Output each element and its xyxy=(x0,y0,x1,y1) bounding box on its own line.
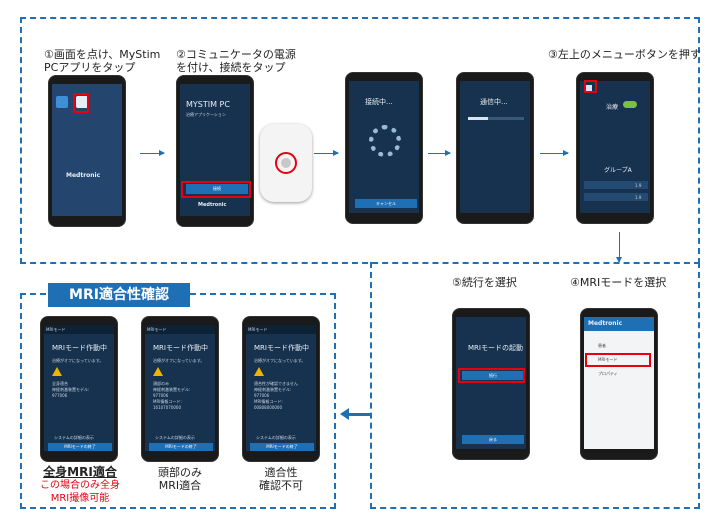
app-icon-a xyxy=(56,96,68,108)
power-button-center xyxy=(281,158,291,168)
connecting-title: 接続中... xyxy=(365,97,393,107)
step3-caption: ③左上のメニューボタンを押す xyxy=(548,48,701,61)
mri-start-title: MRIモードの起動 xyxy=(468,343,523,353)
model-number: 977006 xyxy=(254,393,269,398)
mri-section-title: MRI適合性確認 xyxy=(48,283,190,307)
phone-full-body: MRIモード MRIモード作動中 治療がオフになっています。 全身適合 神経刺激… xyxy=(40,316,118,462)
step5-caption: ⑤続行を選択 xyxy=(452,276,517,289)
end-mri-button[interactable]: MRIモードの終了 xyxy=(48,443,112,451)
mri-mode-header: MRIモード xyxy=(46,327,65,333)
arrow-4-5 xyxy=(540,153,568,154)
therapy-label: 治療 xyxy=(606,102,618,111)
arrow-3-4 xyxy=(428,153,450,154)
app-subtitle: 治療アプリケーション xyxy=(186,112,226,118)
back-button[interactable]: 戻る xyxy=(462,435,524,444)
program-row-1-value: 1.9 xyxy=(635,183,641,188)
highlight-menu-button xyxy=(584,80,597,93)
phone-connecting: 接続中... キャンセル xyxy=(345,72,423,224)
mri-active-title: MRIモード作動中 xyxy=(153,343,208,353)
arrow-1-2 xyxy=(140,153,164,154)
connecting-spinner-icon xyxy=(369,125,401,157)
phone-mri-start: MRIモードの起動 続行 戻る xyxy=(452,308,530,460)
menu-item-patient[interactable]: 患者 xyxy=(598,343,606,349)
end-mri-label: MRIモードの終了 xyxy=(64,444,95,449)
therapy-off-text: 治療がオフになっています。 xyxy=(52,358,103,364)
system-details-link[interactable]: システムの詳細の表示 xyxy=(155,435,195,441)
warning-icon xyxy=(153,367,163,376)
end-mri-label: MRIモードの終了 xyxy=(266,444,297,449)
phone-communicating: 通信中... xyxy=(456,72,534,224)
cancel-button[interactable]: キャンセル xyxy=(355,199,417,208)
phone-unknown: MRIモード MRIモード作動中 治療がオフになっています。 適合性が確認できま… xyxy=(242,316,320,462)
end-mri-label: MRIモードの終了 xyxy=(165,444,196,449)
arrow-to-mri-check xyxy=(348,413,370,416)
step2-caption: ②コミュニケータの電源を付け、接続をタップ xyxy=(176,48,296,74)
result-full-body: 全身MRI適合 この場合のみ全身 MRI撮像可能 xyxy=(38,466,122,505)
phone-menu: Medtronic 患者 MRIモード プロパティ xyxy=(580,308,658,460)
group-label: グループA xyxy=(604,165,632,174)
cancel-label: キャンセル xyxy=(376,201,396,206)
arrow-5-6 xyxy=(619,232,620,262)
highlight-connect xyxy=(181,181,251,198)
app-brand: Medtronic xyxy=(198,202,226,208)
menu-item-properties[interactable]: プロパティ xyxy=(598,371,618,377)
model-number: 977006 xyxy=(52,393,67,398)
communicating-title: 通信中... xyxy=(480,97,508,107)
phone-main: 治療 グループA 1.9 1.9 xyxy=(576,72,654,224)
mri-mode-header: MRIモード xyxy=(147,327,166,333)
progress-bar xyxy=(468,117,524,120)
communicator-device xyxy=(260,124,312,202)
highlight-mri-item xyxy=(585,353,651,367)
home-brand: Medtronic xyxy=(66,172,100,179)
mri-active-title: MRIモード作動中 xyxy=(254,343,309,353)
warning-icon xyxy=(52,367,62,376)
system-details-link[interactable]: システムの詳細の表示 xyxy=(54,435,94,441)
phone-head-only: MRIモード MRIモード作動中 治療がオフになっています。 頭部のみ 神経刺激… xyxy=(141,316,219,462)
system-details-link[interactable]: システムの詳細の表示 xyxy=(256,435,296,441)
end-mri-button[interactable]: MRIモードの終了 xyxy=(250,443,314,451)
arrow-device-3 xyxy=(314,153,338,154)
back-label: 戻る xyxy=(489,437,497,442)
therapy-off-text: 治療がオフになっています。 xyxy=(254,358,305,364)
therapy-toggle[interactable] xyxy=(623,101,637,108)
code-number: 16107070000 xyxy=(153,405,181,410)
highlight-continue xyxy=(458,368,525,383)
program-row-2-value: 1.9 xyxy=(635,195,641,200)
model-number: 977006 xyxy=(153,393,168,398)
therapy-off-text: 治療がオフになっています。 xyxy=(153,358,204,364)
result-unknown: 適合性確認不可 xyxy=(241,466,321,492)
end-mri-button[interactable]: MRIモードの終了 xyxy=(149,443,213,451)
phone-home-screen: Medtronic xyxy=(48,75,126,227)
mri-mode-header: MRIモード xyxy=(248,327,267,333)
step4-caption: ④MRIモードを選択 xyxy=(570,276,666,289)
mri-active-title: MRIモード作動中 xyxy=(52,343,107,353)
menu-brand: Medtronic xyxy=(588,320,622,327)
progress-fill xyxy=(468,117,488,120)
phone-mystim-pc: MYSTIM PC 治療アプリケーション 接続 Medtronic xyxy=(176,75,254,227)
warning-icon xyxy=(254,367,264,376)
code-number: 00808000000 xyxy=(254,405,282,410)
app-title: MYSTIM PC xyxy=(186,100,230,109)
highlight-app-icon xyxy=(73,93,89,113)
